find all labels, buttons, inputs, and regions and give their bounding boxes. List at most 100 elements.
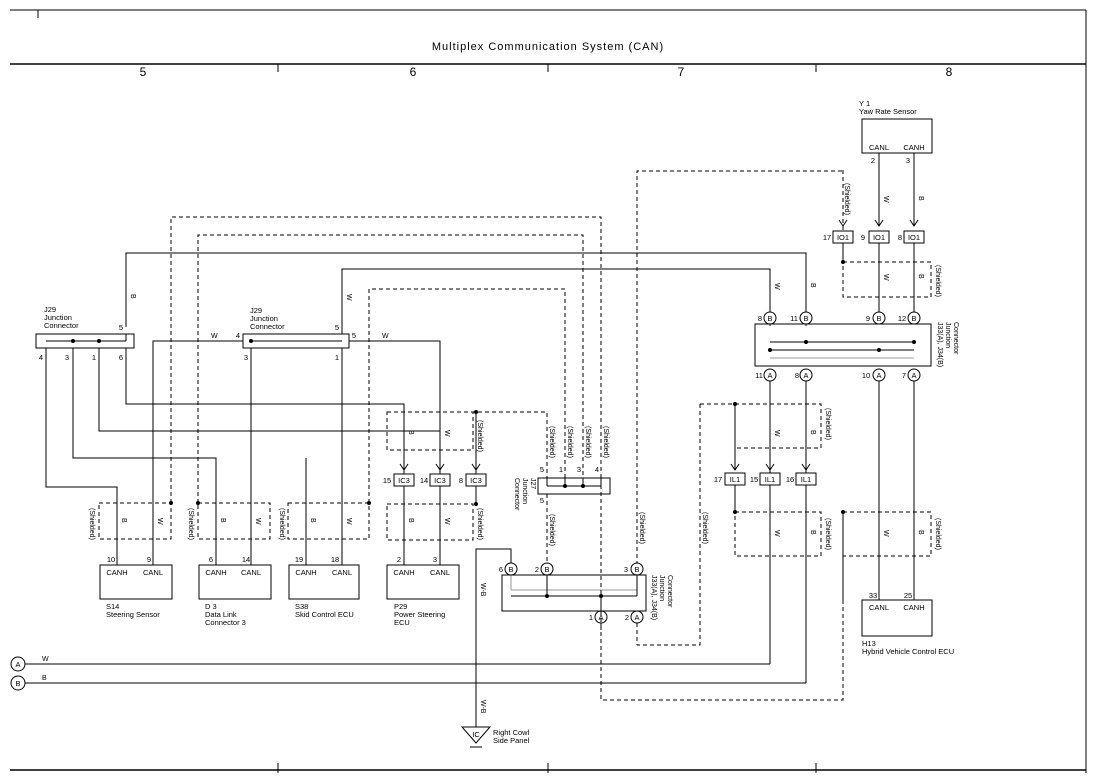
svg-text:14: 14 [420, 476, 428, 485]
svg-text:8: 8 [459, 476, 463, 485]
svg-text:W: W [211, 333, 218, 340]
svg-text:W: W [382, 333, 389, 340]
svg-text:4: 4 [39, 353, 43, 362]
svg-text:Yaw Rate Sensor: Yaw Rate Sensor [859, 107, 917, 116]
svg-text:CANH: CANH [903, 143, 924, 152]
svg-text:17: 17 [714, 475, 722, 484]
svg-text:(Shielded): (Shielded) [278, 508, 285, 540]
svg-text:(Shielded): (Shielded) [566, 426, 573, 458]
svg-text:J27: J27 [529, 478, 536, 489]
svg-text:B: B [911, 314, 916, 323]
svg-text:(Shielded): (Shielded) [701, 512, 708, 544]
svg-text:IO1: IO1 [873, 233, 885, 242]
connector-il1: IL1 17 IL1 15 IL1 16 [714, 472, 817, 486]
svg-text:4: 4 [236, 331, 240, 340]
component-j29-left: J29 Junction Connector 5 4 3 1 6 [35, 305, 135, 362]
svg-text:IL1: IL1 [730, 475, 740, 484]
svg-text:IC3: IC3 [470, 476, 482, 485]
svg-text:3: 3 [65, 353, 69, 362]
svg-text:IC3: IC3 [434, 476, 446, 485]
svg-text:B: B [120, 518, 127, 523]
svg-text:(Shielded): (Shielded) [584, 426, 591, 458]
svg-text:CANL: CANL [869, 603, 889, 612]
svg-text:8: 8 [795, 371, 799, 380]
diagram-title: Multiplex Communication System (CAN) [432, 41, 664, 53]
svg-text:(Shielded): (Shielded) [824, 518, 831, 550]
svg-text:14: 14 [242, 555, 250, 564]
svg-text:Junction: Junction [250, 314, 278, 323]
svg-text:3: 3 [433, 555, 437, 564]
svg-text:5: 5 [335, 323, 339, 332]
svg-text:2: 2 [397, 555, 401, 564]
svg-text:19: 19 [295, 555, 303, 564]
svg-text:9: 9 [861, 233, 865, 242]
svg-text:CANH: CANH [106, 568, 127, 577]
svg-text:B: B [407, 430, 414, 435]
bus-line-b: B B [10, 675, 806, 691]
svg-text:1: 1 [559, 465, 563, 474]
svg-text:5: 5 [540, 465, 544, 474]
svg-text:(Shielded): (Shielded) [824, 408, 831, 440]
svg-text:(Shielded): (Shielded) [843, 183, 850, 215]
svg-text:(Shielded): (Shielded) [638, 512, 645, 544]
svg-text:Y 1: Y 1 [859, 99, 870, 108]
svg-text:W: W [42, 656, 49, 663]
svg-text:B: B [809, 283, 816, 288]
svg-text:ECU: ECU [394, 618, 410, 627]
svg-text:9: 9 [866, 314, 870, 323]
svg-text:1: 1 [92, 353, 96, 362]
svg-text:10: 10 [107, 555, 115, 564]
svg-text:3: 3 [577, 465, 581, 474]
svg-text:4: 4 [595, 465, 599, 474]
svg-text:CANL: CANL [869, 143, 889, 152]
svg-text:B: B [809, 530, 816, 535]
svg-text:CANH: CANH [393, 568, 414, 577]
svg-text:B: B [803, 314, 808, 323]
svg-text:B: B [219, 518, 226, 523]
svg-text:D 3: D 3 [205, 602, 217, 611]
svg-text:IL1: IL1 [765, 475, 775, 484]
svg-text:5: 5 [540, 496, 544, 505]
bus-line-a: A W [10, 656, 770, 672]
svg-text:J29: J29 [250, 306, 262, 315]
svg-text:10: 10 [862, 371, 870, 380]
connector-ic3: IC3 15 IC3 14 IC3 8 [383, 473, 487, 487]
svg-text:Steering Sensor: Steering Sensor [106, 610, 160, 619]
svg-text:6: 6 [119, 353, 123, 362]
svg-text:11: 11 [790, 314, 798, 323]
svg-text:3: 3 [624, 565, 628, 574]
svg-text:B: B [129, 294, 136, 299]
svg-text:CANH: CANH [295, 568, 316, 577]
svg-text:Skid Control ECU: Skid Control ECU [295, 610, 354, 619]
svg-text:Hybrid Vehicle Control ECU: Hybrid Vehicle Control ECU [862, 647, 954, 656]
svg-text:Connector: Connector [513, 478, 520, 511]
svg-text:8: 8 [758, 314, 762, 323]
svg-text:Connector: Connector [952, 322, 959, 355]
svg-text:Connector: Connector [44, 321, 79, 330]
svg-text:(Shielded): (Shielded) [934, 518, 941, 550]
svg-text:IC3: IC3 [398, 476, 410, 485]
component-j29-middle: J29 Junction Connector 5 4 3 1 [236, 306, 350, 362]
svg-text:33: 33 [869, 591, 877, 600]
svg-text:W: W [773, 283, 780, 290]
svg-text:J33(A), J34(B): J33(A), J34(B) [650, 575, 657, 620]
svg-text:W-B: W-B [479, 700, 486, 714]
component-s38-skid-control-ecu: 19 18 CANH CANL S38 Skid Control ECU [288, 555, 360, 619]
svg-text:CANL: CANL [430, 568, 450, 577]
svg-text:25: 25 [904, 591, 912, 600]
svg-text:9: 9 [147, 555, 151, 564]
ground-ic-right-cowl-side-panel: IC Right Cowl Side Panel [460, 726, 530, 748]
svg-text:B: B [42, 675, 47, 682]
svg-text:8: 8 [898, 233, 902, 242]
svg-text:Connector: Connector [250, 322, 285, 331]
svg-text:B: B [917, 274, 924, 279]
svg-text:(Shielded): (Shielded) [476, 420, 483, 452]
svg-text:2: 2 [625, 613, 629, 622]
svg-text:W: W [443, 430, 450, 437]
connector-io1: IO1 17 IO1 9 IO1 8 [823, 230, 925, 244]
svg-text:A: A [876, 371, 881, 380]
column-number: 5 [140, 65, 147, 79]
column-number: 8 [946, 65, 953, 79]
svg-text:Junction: Junction [44, 313, 72, 322]
